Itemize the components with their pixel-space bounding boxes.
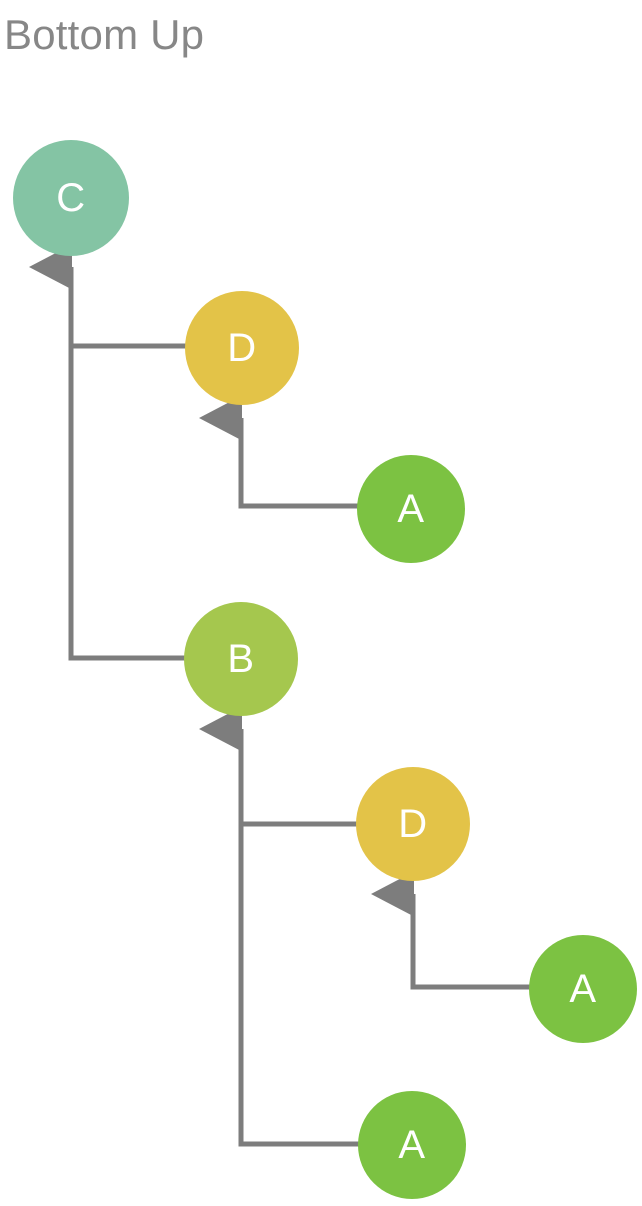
node-label: B bbox=[227, 637, 255, 681]
node-label: A bbox=[397, 487, 425, 531]
edge-a-bottom-to-b bbox=[199, 706, 359, 1147]
node-a-right[interactable]: A bbox=[529, 935, 637, 1043]
node-a-bottom[interactable]: A bbox=[358, 1091, 466, 1199]
node-label: A bbox=[398, 1123, 426, 1167]
node-d-lower[interactable]: D bbox=[356, 767, 470, 881]
edge-b-mid-to-c bbox=[29, 244, 185, 661]
node-label: A bbox=[569, 967, 597, 1011]
node-label: C bbox=[56, 176, 86, 220]
page-title: Bottom Up bbox=[4, 11, 205, 58]
edge-a-right-to-d bbox=[371, 871, 530, 990]
node-c-root[interactable]: C bbox=[13, 140, 129, 256]
node-label: D bbox=[398, 802, 428, 846]
node-label: D bbox=[227, 326, 257, 370]
node-d-upper[interactable]: D bbox=[185, 291, 299, 405]
node-b-mid[interactable]: B bbox=[184, 602, 298, 716]
node-a-upper[interactable]: A bbox=[357, 455, 465, 563]
edge-a-upper-to-d bbox=[199, 395, 358, 509]
